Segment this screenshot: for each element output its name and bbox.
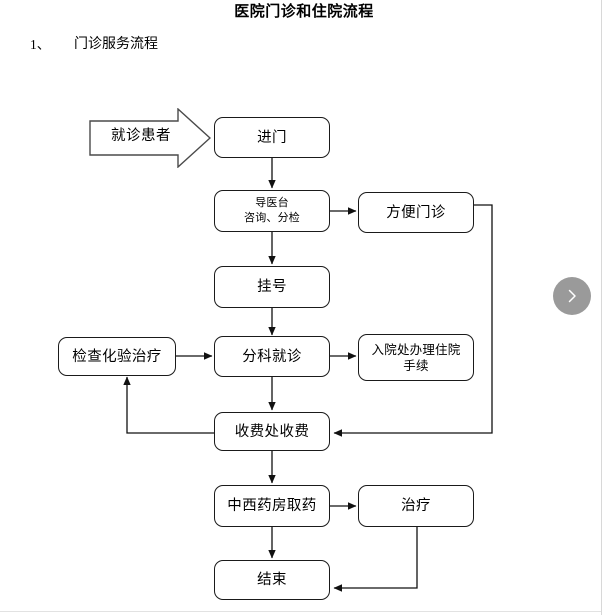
page-right-edge <box>601 0 602 615</box>
node-exam-lab-treatment: 检查化验治疗 <box>58 337 176 376</box>
section-number: 1、 <box>30 37 51 52</box>
node-pharmacy-label: 中西药房取药 <box>227 498 317 514</box>
node-cashier: 收费处收费 <box>214 412 330 451</box>
node-guide-desk: 导医台 咨询、分检 <box>214 190 330 232</box>
node-convenient-clinic: 方便门诊 <box>358 192 474 233</box>
page-title: 医院门诊和住院流程 <box>234 4 374 20</box>
node-end: 结束 <box>214 560 330 600</box>
entry-arrow-shape <box>89 108 211 168</box>
node-register: 挂号 <box>214 266 330 308</box>
node-convenient-clinic-label: 方便门诊 <box>386 204 446 221</box>
node-guide-desk-label-line1: 导医台 <box>255 197 289 209</box>
node-pharmacy: 中西药房取药 <box>214 485 330 527</box>
node-treatment-label: 治疗 <box>401 498 431 514</box>
node-department-visit: 分科就诊 <box>214 336 330 377</box>
node-department-visit-label: 分科就诊 <box>242 348 302 365</box>
chevron-right-icon <box>564 288 580 304</box>
node-treatment: 治疗 <box>358 485 474 527</box>
node-admission-procedures-label-line2: 手续 <box>403 358 429 373</box>
node-enter: 进门 <box>214 117 330 158</box>
node-admission-procedures: 入院处办理住院 手续 <box>358 334 474 381</box>
next-page-button[interactable] <box>553 277 591 315</box>
page-bottom-edge <box>0 611 601 612</box>
node-end-label: 结束 <box>257 572 287 588</box>
section-heading: 门诊服务流程 <box>74 37 158 52</box>
entry-arrow-label: 就诊患者 <box>111 128 171 144</box>
node-exam-lab-treatment-label: 检查化验治疗 <box>72 348 162 365</box>
node-cashier-label: 收费处收费 <box>234 423 310 440</box>
node-enter-label: 进门 <box>257 129 287 146</box>
node-register-label: 挂号 <box>257 279 287 295</box>
node-admission-procedures-label-line1: 入院处办理住院 <box>371 342 461 357</box>
node-guide-desk-label-line2: 咨询、分检 <box>244 212 300 224</box>
